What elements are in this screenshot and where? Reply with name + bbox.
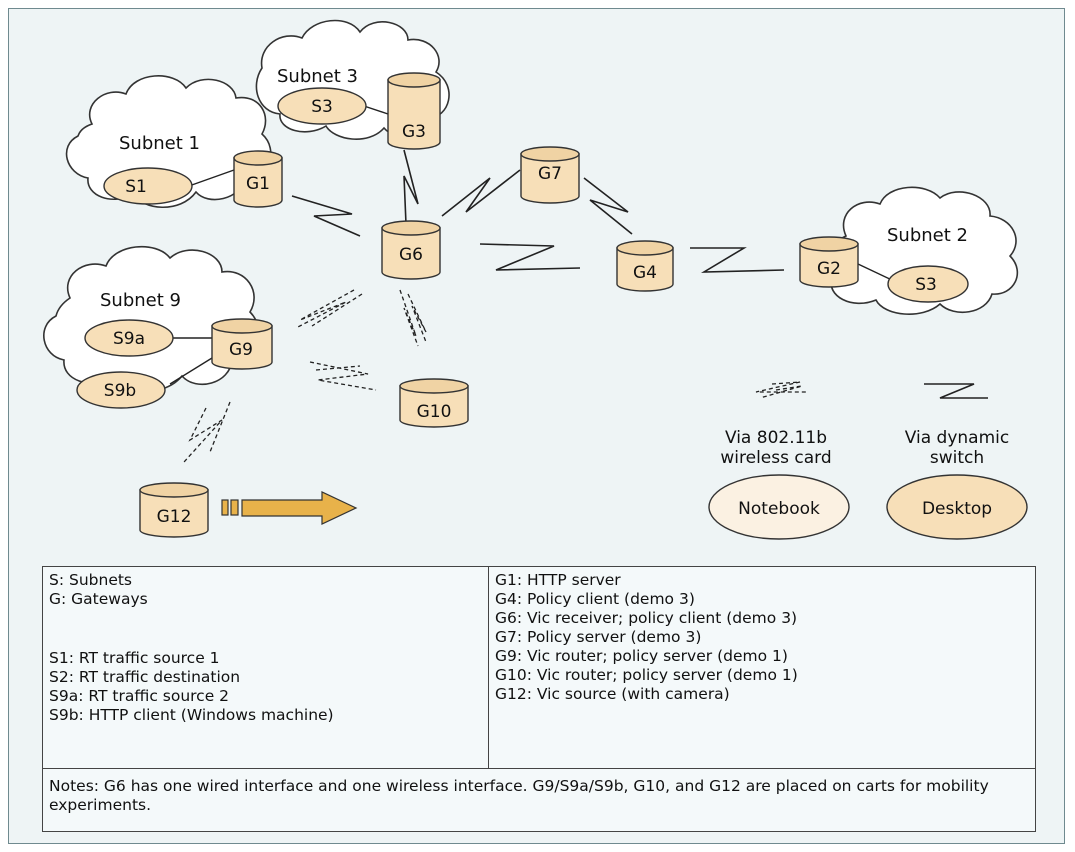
svg-text:S3: S3 bbox=[311, 97, 333, 117]
table-line: G7: Policy server (demo 3) bbox=[495, 628, 702, 646]
svg-text:G2: G2 bbox=[817, 259, 841, 279]
wired-link-g4-g2 bbox=[690, 247, 785, 273]
svg-text:S3: S3 bbox=[915, 275, 937, 295]
wireless-link-g9-g10 bbox=[309, 361, 377, 391]
table-line: G9: Vic router; policy server (demo 1) bbox=[495, 647, 788, 665]
svg-text:G7: G7 bbox=[538, 164, 562, 184]
host-s9b: S9b bbox=[76, 371, 166, 409]
gateway-g7: G7 bbox=[520, 146, 580, 204]
link-s1-g1 bbox=[188, 169, 235, 187]
svg-text:G3: G3 bbox=[402, 122, 426, 142]
svg-text:S9b: S9b bbox=[104, 381, 136, 401]
subnet-1-label: Subnet 1 bbox=[119, 133, 200, 154]
gateway-g6: G6 bbox=[381, 220, 441, 280]
gateway-g10: G10 bbox=[399, 378, 469, 428]
notebook-device: Notebook bbox=[708, 474, 850, 540]
table-line: G12: Vic source (with camera) bbox=[495, 685, 730, 703]
table-line: S2: RT traffic destination bbox=[49, 668, 241, 686]
link-s9b-g9 bbox=[169, 357, 213, 385]
host-s3-subnet3: S3 bbox=[277, 87, 367, 125]
svg-text:S9a: S9a bbox=[113, 329, 145, 349]
table-line: G1: HTTP server bbox=[495, 571, 621, 589]
svg-text:G4: G4 bbox=[633, 263, 657, 283]
table-line: G6: Vic receiver; policy client (demo 3) bbox=[495, 609, 798, 627]
link-s3-g3 bbox=[363, 105, 389, 115]
table-line: G10: Vic router; policy server (demo 1) bbox=[495, 666, 798, 684]
legend-wired-label-2: switch bbox=[930, 448, 984, 468]
subnet-2-label: Subnet 2 bbox=[887, 225, 968, 246]
legend-wired-label-1: Via dynamic bbox=[905, 428, 1009, 448]
table-left-cell: S: Subnets G: Gateways S1: RT traffic so… bbox=[43, 567, 489, 768]
gateway-g2: G2 bbox=[799, 236, 859, 288]
wired-link-g3-g6 bbox=[403, 149, 419, 225]
wired-link-g1-g6 bbox=[291, 195, 361, 237]
wired-link-g6-g4 bbox=[479, 243, 581, 271]
table-line: S9b: HTTP client (Windows machine) bbox=[49, 706, 334, 724]
svg-text:G6: G6 bbox=[399, 245, 423, 265]
svg-text:S1: S1 bbox=[125, 177, 147, 197]
mobility-arrow bbox=[221, 491, 358, 525]
gateway-g12: G12 bbox=[139, 482, 209, 538]
legend-wireless-label-2: wireless card bbox=[720, 448, 831, 468]
legend-table: S: Subnets G: Gateways S1: RT traffic so… bbox=[42, 566, 1036, 832]
table-line: G4: Policy client (demo 3) bbox=[495, 590, 695, 608]
subnet-9-label: Subnet 9 bbox=[100, 290, 181, 311]
wireless-link-g6-g9 bbox=[295, 289, 363, 329]
svg-text:G9: G9 bbox=[229, 340, 253, 360]
svg-text:Desktop: Desktop bbox=[922, 499, 992, 519]
svg-text:G10: G10 bbox=[417, 402, 452, 422]
table-notes: Notes: G6 has one wired interface and on… bbox=[43, 768, 1035, 831]
legend-wired-symbol bbox=[924, 383, 988, 399]
gateway-g3: G3 bbox=[387, 72, 441, 150]
gateway-g4: G4 bbox=[616, 240, 674, 292]
host-s1: S1 bbox=[103, 167, 193, 205]
table-line: S1: RT traffic source 1 bbox=[49, 649, 220, 667]
svg-text:G1: G1 bbox=[246, 174, 270, 194]
subnet-3-label: Subnet 3 bbox=[277, 66, 358, 87]
table-line: S: Subnets bbox=[49, 571, 133, 589]
wireless-link-g6-g10 bbox=[399, 289, 427, 347]
gateway-g9: G9 bbox=[211, 318, 273, 370]
desktop-device: Desktop bbox=[886, 474, 1028, 540]
legend-wireless-label-1: Via 802.11b bbox=[725, 428, 827, 448]
wireless-link-g9-g12 bbox=[183, 401, 231, 463]
host-s3-subnet2: S3 bbox=[887, 265, 969, 303]
host-s9a: S9a bbox=[84, 319, 174, 357]
table-line: G: Gateways bbox=[49, 590, 148, 608]
subnet-9-cloud bbox=[43, 245, 260, 393]
svg-text:G12: G12 bbox=[157, 507, 192, 527]
table-line: S9a: RT traffic source 2 bbox=[49, 687, 230, 705]
table-right-cell: G1: HTTP server G4: Policy client (demo … bbox=[489, 567, 1035, 768]
legend-wireless-symbol bbox=[755, 381, 808, 399]
wired-link-g6-g7 bbox=[441, 169, 521, 217]
wired-link-g7-g4 bbox=[583, 177, 633, 235]
svg-text:Notebook: Notebook bbox=[738, 499, 820, 519]
gateway-g1: G1 bbox=[233, 150, 283, 208]
